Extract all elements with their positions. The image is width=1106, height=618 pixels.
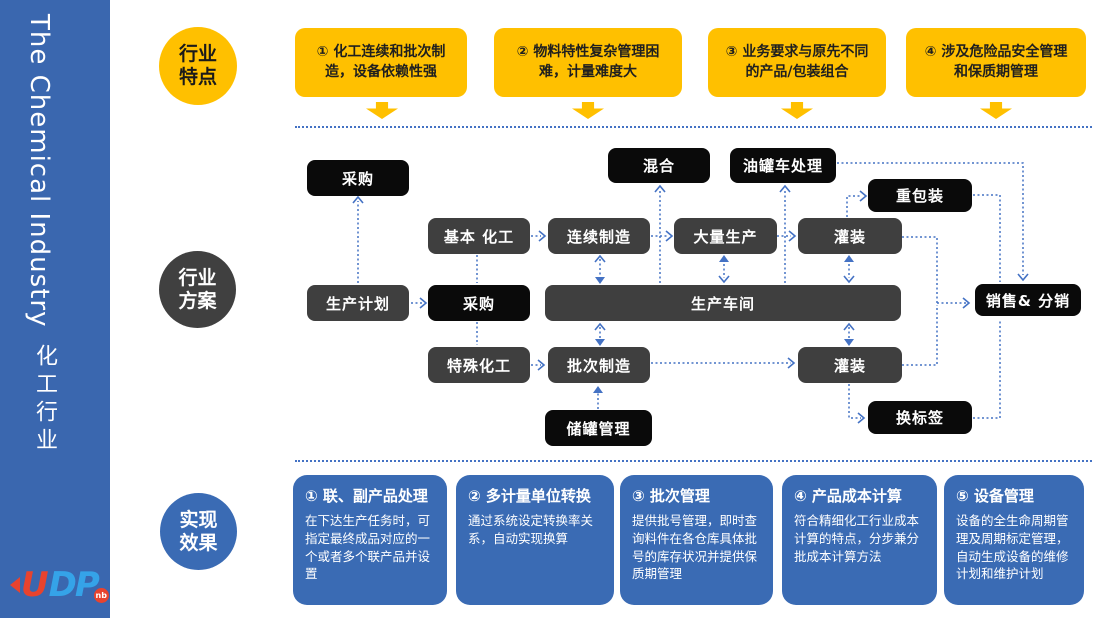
effect-title: ③ 批次管理 [632, 487, 710, 505]
flow-node-batch-manufacturing: 批次制造 [548, 347, 650, 383]
badge-line: 特点 [178, 66, 217, 88]
effect-box-3: ③ 批次管理 提供批号管理，即时查询料件在各仓库具体批号的库存状况并提供保质期管… [620, 475, 773, 605]
feature-text: ③ 业务要求与原先不同的产品/包装组合 [725, 43, 869, 80]
feature-box-3: ③ 业务要求与原先不同的产品/包装组合 [708, 28, 886, 97]
badge-line: 实现 [179, 508, 218, 531]
feature-text: ④ 涉及危险品安全管理和保质期管理 [924, 43, 1068, 80]
badge-industry-solution: 行业 方案 [159, 251, 236, 328]
effect-title: ① 联、副产品处理 [305, 487, 428, 505]
logo-triangle-icon [10, 576, 20, 593]
badge-line: 方案 [178, 289, 217, 312]
dotted-separator-bottom [295, 460, 1092, 462]
badge-industry-features: 行业 特点 [159, 27, 237, 105]
flow-node-mixing: 混合 [608, 148, 710, 183]
yellow-down-arrow-icon [781, 102, 813, 119]
feature-box-1: ① 化工连续和批次制造，设备依赖性强 [295, 28, 467, 97]
udp-logo: U DP nb [10, 566, 109, 603]
flow-node-purchase-mid: 采购 [428, 285, 530, 321]
feature-box-4: ④ 涉及危险品安全管理和保质期管理 [906, 28, 1086, 97]
effect-box-1: ① 联、副产品处理 在下达生产任务时，可指定最终成品对应的一个或者多个联产品并设… [293, 475, 447, 605]
flow-node-purchase-top: 采购 [307, 160, 409, 196]
flow-node-production-plan: 生产计划 [307, 285, 409, 321]
effect-body: 在下达生产任务时，可指定最终成品对应的一个或者多个联产品并设置 [305, 513, 431, 582]
flow-node-specialty-chemical: 特殊化工 [428, 347, 530, 383]
yellow-down-arrow-icon [366, 102, 398, 119]
effect-body: 通过系统设定转换率关系，自动实现换算 [468, 513, 594, 546]
sidebar: The Chemical Industry 化工行业 U DP nb [0, 0, 110, 618]
effect-body: 提供批号管理，即时查询料件在各仓库具体批号的库存状况并提供保质期管理 [632, 513, 758, 582]
effect-body: 设备的全生命周期管理及周期标定管理，自动生成设备的维修计划和维护计划 [956, 513, 1069, 582]
flow-node-continuous-manufacturing: 连续制造 [548, 218, 650, 254]
flow-node-filling-bottom: 灌装 [798, 347, 902, 383]
badge-line: 效果 [179, 531, 218, 554]
flow-node-basic-chemical: 基本 化工 [428, 218, 530, 254]
flow-node-filling-top: 灌装 [798, 218, 902, 254]
flow-node-repackaging: 重包装 [868, 179, 972, 212]
flow-node-production-workshop: 生产车间 [545, 285, 901, 321]
effect-title: ④ 产品成本计算 [794, 487, 902, 505]
dotted-separator-top [295, 126, 1092, 128]
logo-letter-u: U [21, 564, 49, 605]
yellow-down-arrow-icon [980, 102, 1012, 119]
effect-body: 符合精细化工行业成本计算的特点，分步兼分批成本计算方法 [794, 513, 920, 564]
effect-box-2: ② 多计量单位转换 通过系统设定转换率关系，自动实现换算 [456, 475, 614, 605]
logo-badge: nb [93, 588, 109, 603]
effect-box-5: ⑤ 设备管理 设备的全生命周期管理及周期标定管理，自动生成设备的维修计划和维护计… [944, 475, 1084, 605]
logo-letters-dp: DP [48, 564, 100, 605]
flow-node-tank-management: 储罐管理 [545, 410, 652, 446]
badge-line: 行业 [178, 43, 217, 66]
sidebar-title-english: The Chemical Industry [24, 14, 54, 328]
feature-box-2: ② 物料特性复杂管理困难，计量难度大 [494, 28, 682, 97]
yellow-down-arrow-icon [572, 102, 604, 119]
flow-node-relabeling: 换标签 [868, 401, 972, 434]
flow-node-tanker-handling: 油罐车处理 [730, 148, 836, 183]
badge-line: 行业 [178, 266, 217, 289]
effect-title: ② 多计量单位转换 [468, 487, 591, 505]
feature-text: ① 化工连续和批次制造，设备依赖性强 [316, 43, 446, 80]
flow-node-sales-distribution: 销售& 分销 [975, 284, 1081, 316]
effect-box-4: ④ 产品成本计算 符合精细化工行业成本计算的特点，分步兼分批成本计算方法 [782, 475, 937, 605]
feature-text: ② 物料特性复杂管理困难，计量难度大 [516, 43, 660, 80]
badge-implementation-effects: 实现 效果 [160, 493, 237, 570]
sidebar-title-chinese: 化工行业 [32, 344, 57, 456]
flow-node-mass-production: 大量生产 [674, 218, 777, 254]
effect-title: ⑤ 设备管理 [956, 487, 1034, 505]
